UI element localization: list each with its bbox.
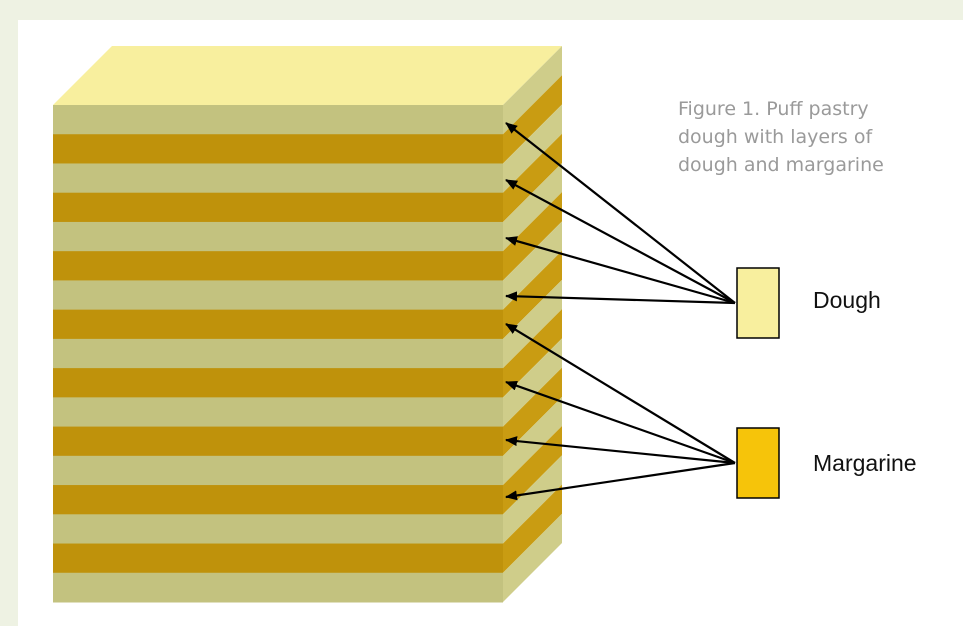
margarine-layer-front [53, 368, 503, 398]
pastry-block [53, 46, 562, 603]
margarine-layer-front [53, 485, 503, 515]
margarine-layer-side [503, 75, 562, 164]
dough-layer-front [53, 280, 503, 311]
figure-caption-line-2: dough with layers of [678, 126, 873, 148]
block-top-face [53, 46, 562, 105]
dough-layer-side [503, 455, 562, 544]
legend-swatch-margarine [736, 427, 780, 499]
margarine-arrow [505, 461, 736, 501]
legend-label-margarine: Margarine [813, 450, 917, 476]
dough-layer-side [503, 396, 562, 486]
margarine-arrow [505, 323, 736, 464]
dough-layer-front [53, 163, 503, 194]
dough-arrow [505, 122, 736, 304]
margarine-layer-front [53, 192, 503, 223]
dough-arrow [505, 291, 736, 305]
legend-arrows [505, 122, 736, 501]
figure-caption-line-1: Figure 1. Puff pastry [678, 98, 869, 120]
dough-layer-front [53, 455, 503, 486]
dough-layer-front [53, 338, 503, 369]
dough-arrow [505, 236, 736, 305]
dough-layer-side [503, 279, 562, 369]
margarine-layer-front [53, 251, 503, 281]
dough-layer-side [503, 104, 562, 193]
dough-layer-front [53, 572, 503, 603]
dough-layer-front [53, 105, 503, 135]
legend-swatch-dough [736, 267, 780, 339]
margarine-arrow [505, 436, 736, 465]
dough-layer-side [503, 513, 562, 602]
margarine-arrow [505, 380, 736, 465]
dough-layer-side [503, 46, 562, 135]
margarine-layer-side [503, 426, 562, 515]
dough-layer-front [53, 221, 503, 252]
dough-layer-side [503, 338, 562, 427]
margarine-layer-front [53, 426, 503, 457]
margarine-layer-side [503, 192, 562, 281]
figure-caption-line-3: dough and margarine [678, 154, 884, 176]
margarine-layer-front [53, 543, 503, 574]
dough-layer-front [53, 514, 503, 545]
dough-arrow [505, 179, 736, 304]
dough-layer-front [53, 397, 503, 428]
margarine-layer-front [53, 309, 503, 340]
legend-label-dough: Dough [813, 287, 881, 313]
dough-layer-side [503, 162, 562, 252]
margarine-layer-side [503, 484, 562, 573]
dough-layer-side [503, 221, 562, 310]
margarine-layer-side [503, 250, 562, 339]
margarine-layer-side [503, 367, 562, 456]
margarine-layer-front [53, 134, 503, 164]
margarine-layer-side [503, 309, 562, 398]
